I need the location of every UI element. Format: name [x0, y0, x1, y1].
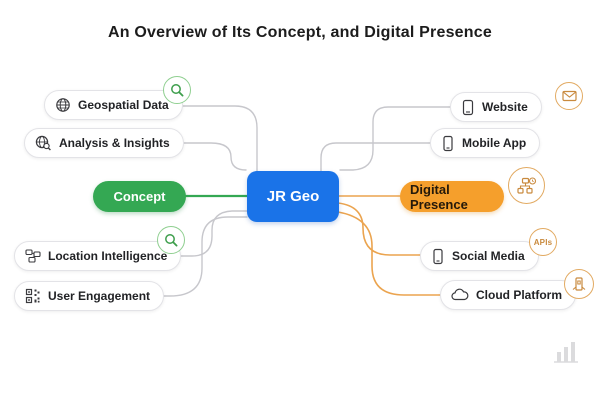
branch-digital-label: Digital Presence	[410, 181, 468, 212]
smartphone-icon	[443, 135, 453, 151]
connector-analysis	[159, 142, 247, 171]
magnifier-icon	[171, 84, 184, 97]
center-node-label: JR Geo	[266, 188, 320, 205]
node-label: Geospatial Data	[78, 98, 169, 112]
globe-icon	[56, 98, 70, 112]
node-label: Cloud Platform	[476, 288, 562, 302]
node-social-media[interactable]: Social Media	[420, 241, 539, 271]
node-geospatial-data[interactable]: Geospatial Data	[44, 90, 183, 120]
connector-cloud	[337, 211, 441, 296]
branch-concept-label: Concept	[113, 189, 166, 204]
node-user-engagement[interactable]: User Engagement	[14, 281, 165, 311]
tablet-icon	[462, 99, 474, 115]
qr-code-icon	[25, 288, 40, 304]
device-icon	[572, 277, 586, 291]
globe-search-icon	[35, 135, 51, 151]
chart-watermark	[552, 338, 580, 369]
connector-geospatial	[164, 105, 258, 172]
node-analysis-insights[interactable]: Analysis & Insights	[24, 128, 184, 158]
network-boxes-icon	[25, 249, 41, 263]
node-label: Location Intelligence	[48, 249, 168, 263]
center-node-jrgeo[interactable]: JR Geo	[247, 171, 339, 222]
smartphone-icon	[433, 248, 443, 264]
page-title: An Overview of Its Concept, and Digital …	[108, 24, 492, 41]
node-label: Mobile App	[462, 136, 527, 150]
connector-mobile-app	[320, 142, 431, 172]
apis-badge: APIs	[529, 228, 557, 256]
mail-icon	[561, 90, 577, 102]
search-badge-bottom	[157, 226, 185, 254]
connector-website	[339, 106, 451, 171]
network-badge	[508, 167, 545, 204]
node-label: Social Media	[452, 249, 525, 263]
node-mobile-app[interactable]: Mobile App	[430, 128, 541, 158]
branch-digital-presence[interactable]: Digital Presence	[400, 181, 504, 212]
magnifier-icon	[165, 234, 178, 247]
node-cloud-platform[interactable]: Cloud Platform	[440, 280, 576, 310]
node-label: Analysis & Insights	[59, 136, 170, 150]
connector-location	[160, 210, 248, 257]
mail-badge	[555, 82, 583, 110]
cloud-icon	[451, 288, 469, 301]
node-label: User Engagement	[48, 289, 151, 303]
bar-chart-icon	[554, 342, 578, 363]
connector-social	[337, 202, 421, 256]
node-location-intelligence[interactable]: Location Intelligence	[14, 241, 182, 271]
node-label: Website	[482, 100, 528, 114]
search-badge-top	[163, 76, 191, 104]
apis-badge-label: APIs	[533, 237, 553, 247]
branch-concept[interactable]: Concept	[93, 181, 186, 212]
sitemap-clock-icon	[517, 176, 537, 194]
node-website[interactable]: Website	[450, 92, 542, 122]
connector-engagement	[144, 216, 248, 297]
device-badge	[564, 269, 594, 299]
